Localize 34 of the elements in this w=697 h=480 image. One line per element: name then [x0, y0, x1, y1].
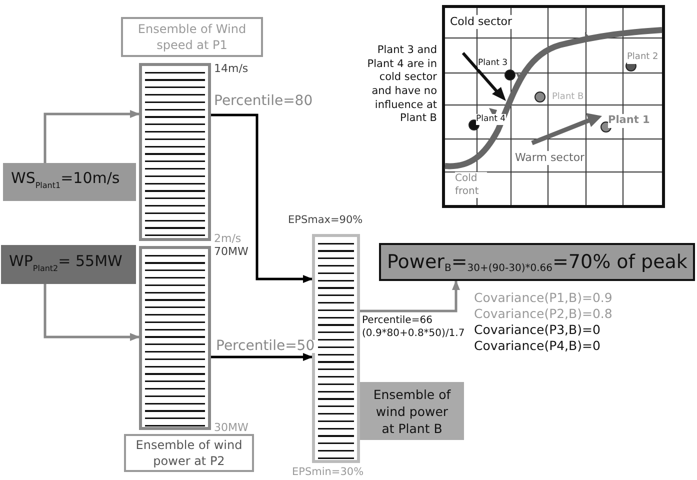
covariance-text: Covariance(P3,B)=0	[474, 322, 600, 338]
scale-value: 14m/s	[214, 62, 248, 76]
annotation-text: Plant 3 and Plant 4 are in cold sector and have no influence at Plant B	[366, 44, 437, 126]
edge-label: Percentile=80	[214, 95, 313, 108]
edge-label: Percentile=50	[216, 340, 315, 353]
covariance-text: Covariance(P4,B)=0	[474, 338, 600, 354]
caption-box: Ensemble of wind power at P2	[124, 434, 254, 472]
arrow	[360, 280, 460, 312]
plant-label: Plant 3	[478, 58, 508, 70]
result-box: Power$_{B}$=$_{30+(90-30)*0.66}$=70% of peak	[379, 243, 695, 281]
arrow	[44, 284, 140, 341]
input-box: WS$_{Plant1}$=10m/s	[3, 163, 136, 201]
covariance-text: Covariance(P2,B)=0.8	[474, 306, 612, 322]
covariance-text: Covariance(P1,B)=0.9	[474, 290, 612, 306]
front-label: Cold front	[455, 172, 487, 198]
input-box: WP$_{Plant2}$= 55MW	[1, 245, 136, 284]
caption-box: Ensemble of wind power at Plant B	[360, 382, 464, 440]
sector-label: Cold sector	[450, 15, 512, 30]
plant-label: Plant 2	[627, 52, 658, 64]
ensemble-bar	[139, 246, 211, 430]
scale-value: 70MW	[214, 245, 248, 260]
plant-label: Plant 1	[608, 114, 650, 128]
arrow	[211, 353, 313, 361]
range-label: EPSmax=90%	[288, 214, 363, 228]
arrow	[44, 110, 140, 163]
ensemble-bar	[139, 63, 211, 241]
scale-value: 2m/s	[214, 232, 242, 246]
plant-label: Plant 4	[476, 114, 506, 126]
sector-label: Warm sector	[515, 151, 585, 166]
scale-value: 30MW	[214, 421, 248, 436]
caption-box: Ensemble of Wind speed at P1	[121, 17, 263, 57]
range-label: EPSmin=30%	[292, 466, 364, 480]
ensemble-bar	[312, 234, 360, 463]
arrow	[211, 114, 313, 283]
